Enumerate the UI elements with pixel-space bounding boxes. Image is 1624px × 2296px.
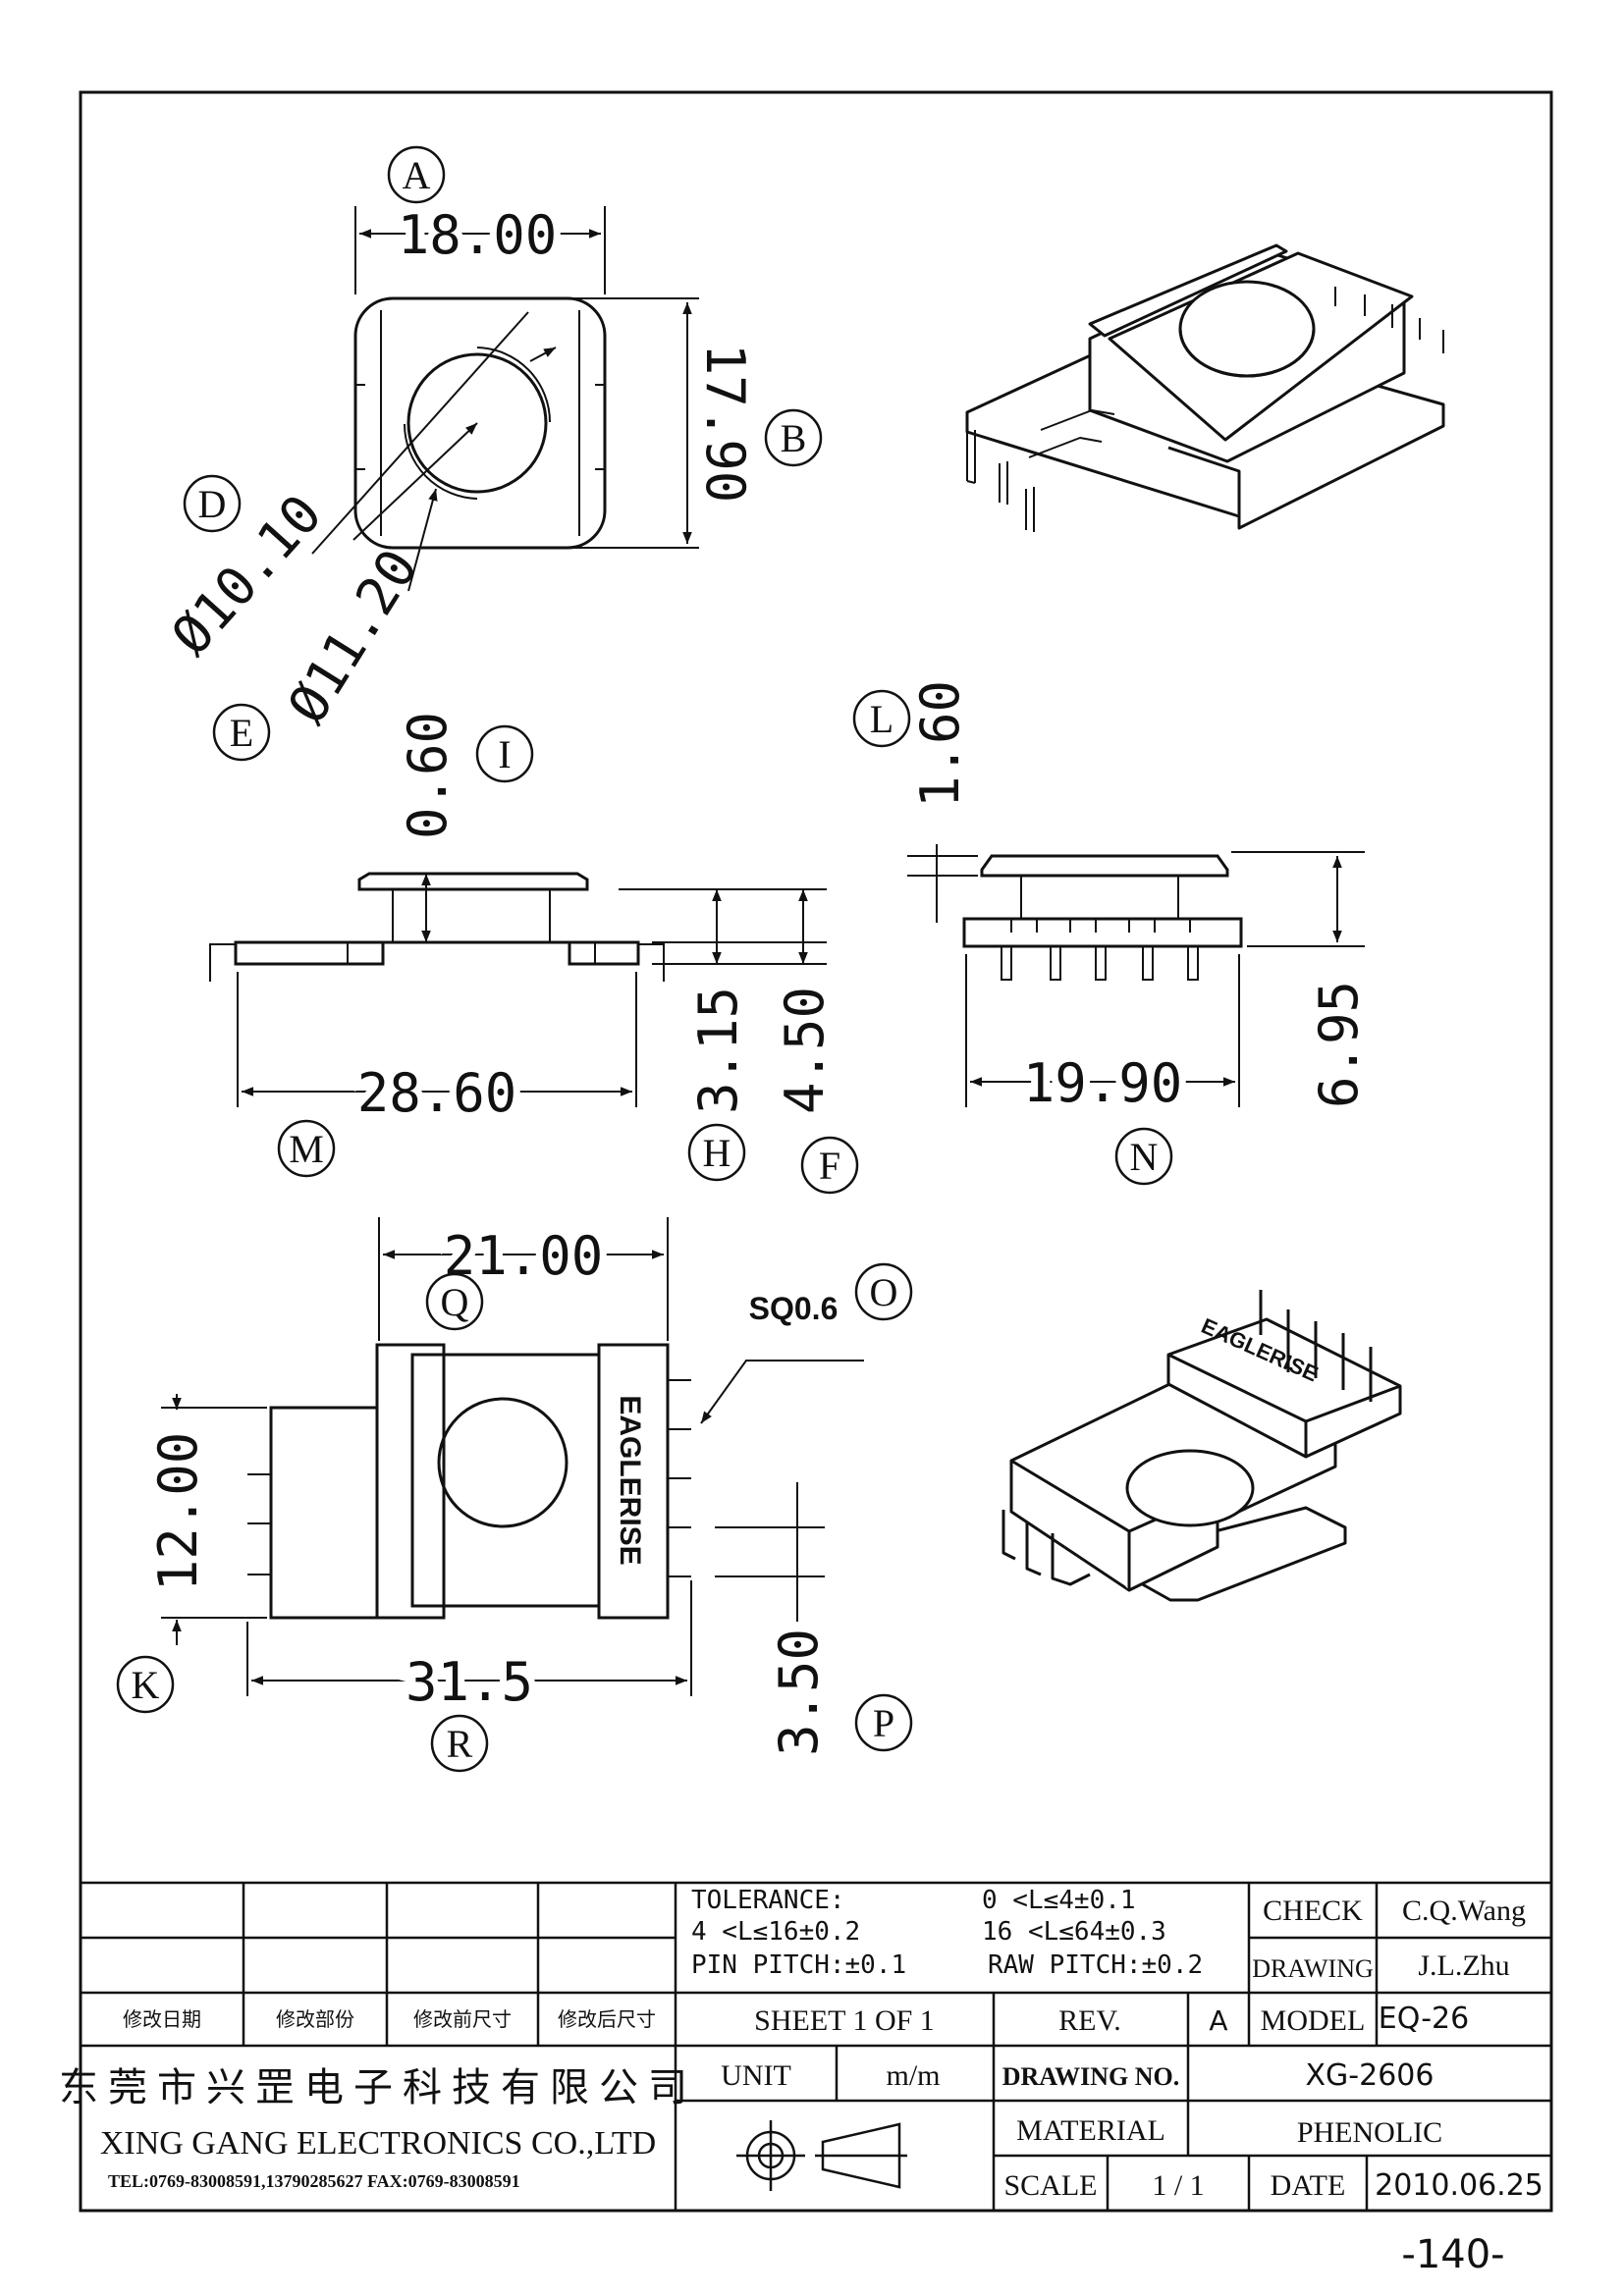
dim-top-width: 18.00 [398, 204, 558, 266]
drawing-label: DRAWING [1252, 1954, 1374, 1983]
dim-height-450: 4.50 [774, 987, 836, 1114]
callout-letter-m: M [289, 1127, 324, 1171]
callout-r [430, 1714, 489, 1773]
projection-symbol-icon [736, 2120, 907, 2191]
callout-letters: A B D E I L M H F N Q O K R P [132, 153, 1159, 1766]
callout-n [1114, 1127, 1173, 1186]
check-value: C.Q.Wang [1402, 1895, 1526, 1927]
top-view [311, 206, 699, 592]
dim-side-height: 6.95 [1308, 981, 1370, 1108]
tolerance-title: TOLERANCE: [691, 1886, 845, 1915]
callout-k [116, 1655, 175, 1714]
rev-header-after: 修改后尺寸 [558, 2007, 656, 2031]
drawing-frame [79, 90, 1553, 2213]
isometric-view-top [965, 243, 1445, 532]
callout-e [212, 703, 271, 762]
callout-p [854, 1693, 913, 1752]
tolerance-row-3: 16 <L≤64±0.3 [982, 1917, 1166, 1947]
callout-letter-a: A [403, 153, 431, 197]
company-name-cn: 东莞市兴罡电子科技有限公司 [59, 2065, 697, 2110]
callout-letter-o: O [870, 1270, 898, 1314]
material-label: MATERIAL [1016, 2114, 1165, 2147]
rev-header-date: 修改日期 [123, 2007, 201, 2031]
material-value: PHENOLIC [1297, 2116, 1442, 2149]
dim-height-315: 3.15 [687, 987, 749, 1114]
title-block-grid [81, 1881, 1551, 2211]
callout-h [687, 1123, 746, 1182]
dim-side-width: 19.90 [1023, 1052, 1183, 1114]
rev-header-before: 修改前尺寸 [413, 2007, 512, 2031]
pin-pitch-tolerance: PIN PITCH:±0.1 [691, 1950, 906, 1980]
callout-letter-k: K [132, 1663, 160, 1707]
dim-bottom-width: 21.00 [444, 1225, 604, 1287]
callout-letter-f: F [819, 1144, 840, 1188]
company-name-en: XING GANG ELECTRONICS CO.,LTD [100, 2125, 656, 2162]
model-label: MODEL [1261, 2004, 1366, 2037]
date-value: 2010.06.25 [1375, 2168, 1543, 2203]
tolerance-row-1: 0 <L≤4±0.1 [982, 1886, 1136, 1915]
rev-header-part: 修改部份 [276, 2007, 354, 2031]
dim-total-length: 31.5 [406, 1651, 533, 1713]
unit-value: m/m [886, 2059, 940, 2092]
dim-bottom-height: 12.00 [147, 1432, 209, 1592]
callout-f [800, 1136, 859, 1195]
callout-d [183, 474, 242, 533]
side-view [907, 851, 1365, 1107]
callout-letter-i: I [498, 732, 511, 776]
callout-letter-r: R [447, 1722, 473, 1766]
callout-i [475, 724, 534, 783]
callout-letter-p: P [873, 1701, 894, 1745]
drawing-no-value: XG-2606 [1306, 2058, 1435, 2093]
bottom-view [161, 1217, 864, 1696]
scale-label: SCALE [1003, 2169, 1097, 2202]
dim-flange-thickness: 0.60 [397, 712, 459, 839]
dim-dia-outer: Ø11.20 [276, 539, 430, 734]
callout-l [852, 689, 911, 748]
tolerance-row-2: 4 <L≤16±0.2 [691, 1917, 860, 1947]
page-number: -140- [1401, 2232, 1504, 2277]
drawing-no-label: DRAWING NO. [1002, 2062, 1180, 2091]
callout-letter-h: H [703, 1131, 731, 1175]
callout-m [277, 1119, 336, 1178]
callouts [116, 145, 1173, 1773]
company-contact: TEL:0769-83008591,13790285627 FAX:0769-8… [108, 2171, 520, 2191]
dim-side-flange: 1.60 [909, 680, 971, 808]
model-value: EQ-26 [1379, 2002, 1469, 2036]
callout-letter-d: D [198, 482, 227, 526]
sheet-count: SHEET 1 OF 1 [754, 2004, 935, 2037]
callout-o [854, 1262, 913, 1321]
date-label: DATE [1271, 2169, 1346, 2202]
brand-mark-bottom: EAGLERISE [614, 1395, 646, 1565]
scale-value: 1 / 1 [1152, 2169, 1204, 2202]
callout-q [425, 1272, 484, 1331]
dim-front-width: 28.60 [357, 1062, 517, 1124]
callout-letter-b: B [781, 416, 807, 460]
unit-label: UNIT [721, 2059, 791, 2092]
callout-b [764, 408, 823, 467]
dim-top-height: 17.90 [694, 344, 756, 504]
callout-letter-e: E [230, 711, 253, 755]
dim-pin-pitch: 3.50 [768, 1629, 830, 1756]
rev-label: REV. [1058, 2004, 1121, 2037]
isometric-view-bottom [1001, 1290, 1402, 1602]
callout-letter-n: N [1130, 1135, 1159, 1179]
callout-letter-q: Q [441, 1280, 469, 1324]
callout-a [387, 145, 446, 204]
drawing-value: J.L.Zhu [1418, 1949, 1509, 1982]
front-view [209, 872, 827, 1107]
dim-pin-size: SQ0.6 [749, 1291, 839, 1326]
check-label: CHECK [1263, 1895, 1363, 1927]
raw-pitch-tolerance: RAW PITCH:±0.2 [988, 1950, 1203, 1980]
rev-value: A [1209, 2004, 1227, 2037]
callout-letter-l: L [870, 697, 893, 741]
